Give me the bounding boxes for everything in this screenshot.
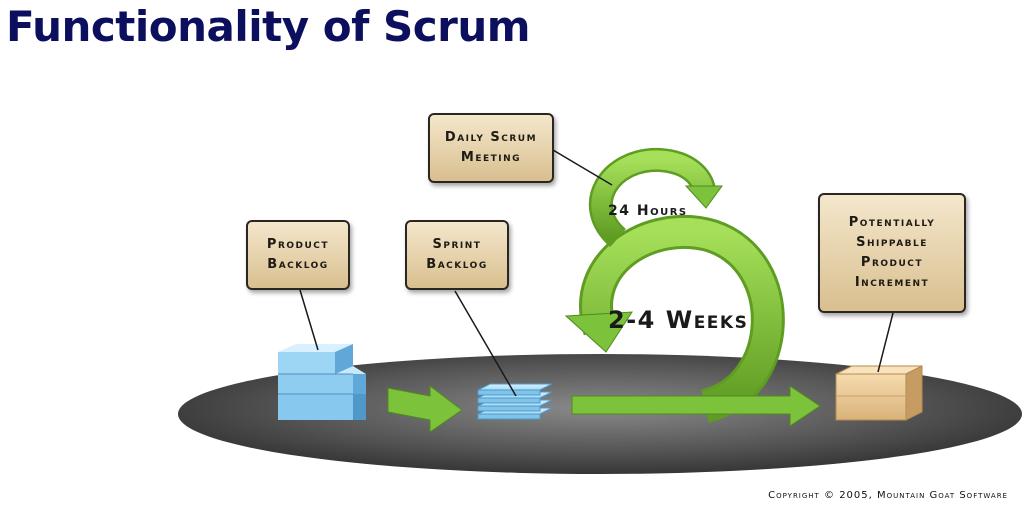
callout-line-product [299, 289, 319, 351]
callout-line-sprint [454, 290, 517, 397]
page-title: Functionality of Scrum [6, 2, 531, 51]
sprint-backlog-label: Sprint Backlog [426, 237, 488, 272]
product-backlog-label: Product Backlog [266, 237, 330, 272]
sprint-backlog-stack [477, 383, 553, 420]
daily-scrum-box: Daily Scrum Meeting [428, 113, 554, 183]
shippable-increment-box: Potentially Shippable Product Increment [818, 193, 966, 313]
daily-scrum-label: Daily Scrum Meeting [444, 130, 538, 165]
sprint-cycle-arrow [564, 215, 821, 427]
sprint-backlog-box: Sprint Backlog [405, 220, 509, 290]
flow-arrow-1 [387, 385, 463, 433]
daily-cycle-arrow [588, 148, 723, 248]
sprint-cycle-label: 2-4 Weeks [608, 306, 749, 334]
daily-cycle-label: 24 Hours [608, 203, 688, 219]
product-backlog-stack [278, 344, 366, 420]
copyright-notice: Copyright © 2005, Mountain Goat Software [768, 490, 1008, 501]
product-backlog-box: Product Backlog [246, 220, 350, 290]
callout-line-daily [552, 149, 613, 186]
callout-line-increment [877, 312, 894, 373]
product-increment-box [835, 365, 923, 421]
shippable-increment-label: Potentially Shippable Product Increment [848, 215, 936, 290]
